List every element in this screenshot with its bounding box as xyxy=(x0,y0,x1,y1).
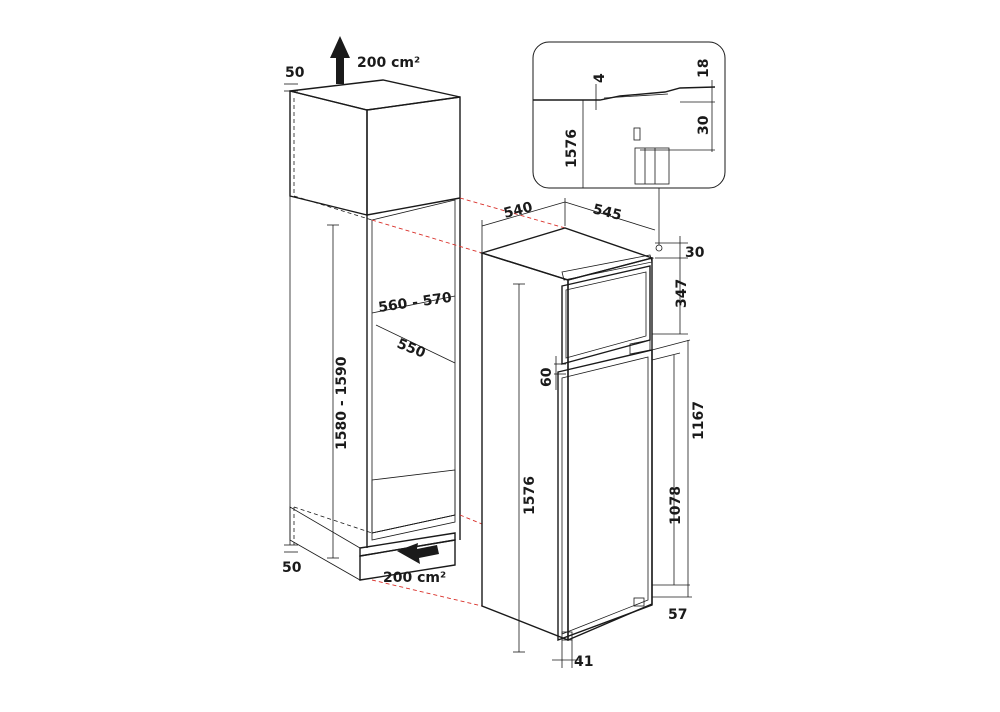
top-box-front xyxy=(366,96,461,216)
mid-hinge xyxy=(629,339,651,355)
niche-depth-dimension: 550 xyxy=(375,324,456,364)
appliance-width-dimension: 540 xyxy=(481,198,566,252)
niche-cabinet xyxy=(289,79,461,581)
detail-top-panel-inner xyxy=(603,93,669,99)
detail-door-top xyxy=(634,147,670,185)
dim1078-ext-top xyxy=(651,352,681,361)
niche-depth-label: 550 xyxy=(395,336,428,362)
appliance-side xyxy=(481,252,569,642)
detail-lower-value-label: 30 xyxy=(696,115,712,135)
niche-width-dimension: 560 - 570 xyxy=(371,290,456,316)
bottom-offset-label: 57 xyxy=(668,607,687,623)
detail-frame xyxy=(532,41,726,189)
niche-width-line xyxy=(371,295,456,314)
detail-gap-label: 4 xyxy=(592,73,608,83)
align-line-3 xyxy=(459,514,483,525)
top-airflow-label: 200 cm² xyxy=(357,55,420,71)
top-offset-label: 30 xyxy=(685,245,705,261)
fridge-door-label: 1078 xyxy=(668,486,684,525)
door-gap-label: 60 xyxy=(539,367,555,387)
niche-width-label: 560 - 570 xyxy=(377,290,453,316)
fridge-door-inner xyxy=(561,356,649,635)
appliance-depth-dimension: 545 xyxy=(564,201,656,231)
left-dimensions: 60 1576 41 xyxy=(513,283,593,670)
appliance-top xyxy=(479,227,655,281)
appliance-width-label: 540 xyxy=(502,199,534,222)
detail-inset: 1576 4 18 30 xyxy=(532,41,726,189)
right-dimensions: 30 347 1167 1078 57 xyxy=(651,236,707,623)
appliance-width-line xyxy=(481,201,566,227)
detail-marker xyxy=(655,244,663,252)
cavity-floor xyxy=(371,469,456,534)
niche-height-dimension: 1580 - 1590 xyxy=(327,224,350,559)
detail-bracket xyxy=(633,127,641,141)
bottom-airflow: 200 cm² xyxy=(383,543,446,586)
fridge-door xyxy=(557,349,653,642)
alignment-lines xyxy=(371,197,566,607)
niche-depth-line xyxy=(375,324,456,364)
bottom-airflow-label: 200 cm² xyxy=(383,570,446,586)
detail-height-label: 1576 xyxy=(564,129,580,168)
cavity-back xyxy=(371,199,456,534)
dim1167-ext-top xyxy=(651,339,691,351)
freezer-door-inner xyxy=(565,271,647,359)
up-arrow-icon xyxy=(330,36,350,84)
appliance-depth-label: 545 xyxy=(591,201,623,224)
fridge-section-label: 1167 xyxy=(691,401,707,440)
detail-top-value-label: 18 xyxy=(696,59,712,78)
align-line-4 xyxy=(371,579,483,607)
appliance-height-label: 1576 xyxy=(522,476,538,515)
rear-foot xyxy=(633,597,645,607)
niche-gap-top: 50 xyxy=(285,65,305,81)
detail-top-panel xyxy=(533,86,716,101)
top-box-top xyxy=(289,79,461,111)
top-box-side xyxy=(289,90,368,216)
niche-height-label: 1580 - 1590 xyxy=(334,356,350,450)
front-foot xyxy=(561,631,573,641)
cavity-floor-edge xyxy=(371,514,456,541)
top-airflow: 200 cm² xyxy=(330,36,420,84)
align-line-1 xyxy=(459,197,566,229)
appliance xyxy=(479,188,663,642)
freezer-door-label: 347 xyxy=(674,279,690,308)
appliance-depth-line xyxy=(564,201,656,231)
align-line-2 xyxy=(371,219,483,254)
inward-arrow-icon xyxy=(397,543,439,564)
niche-gap-bottom: 50 xyxy=(282,560,302,576)
top-hinge xyxy=(561,254,653,281)
appliance-front xyxy=(567,257,653,642)
foot-depth-label: 41 xyxy=(574,654,593,670)
